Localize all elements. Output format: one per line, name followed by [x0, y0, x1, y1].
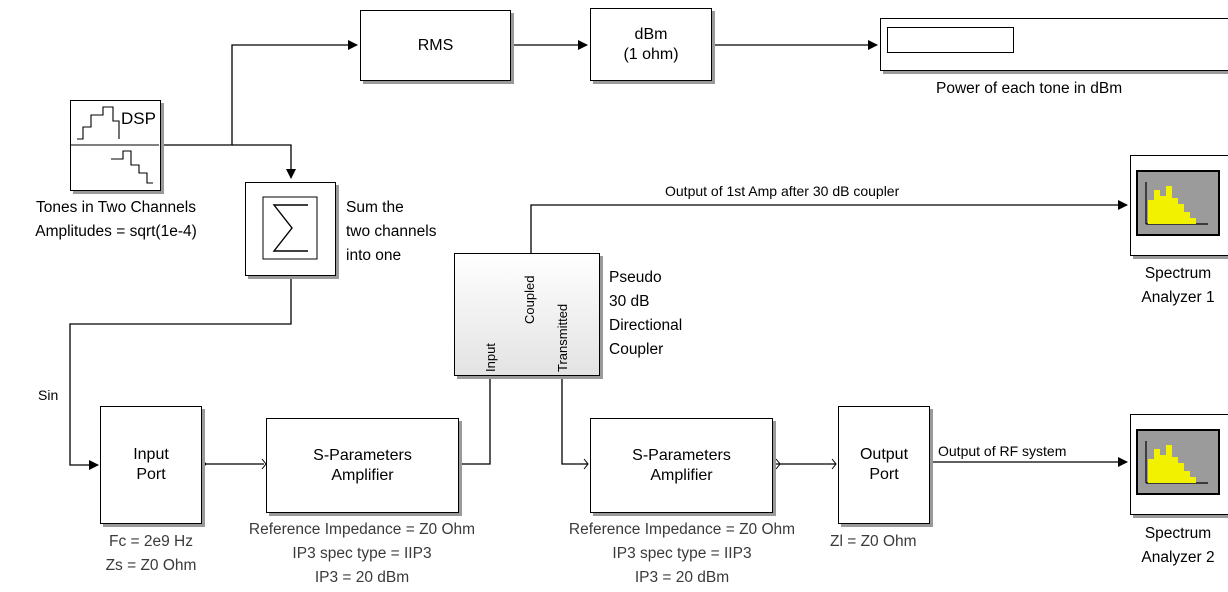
spectrum-screen-2	[1136, 429, 1220, 495]
input-port-label: Input Port	[133, 446, 169, 483]
rms-block[interactable]: RMS	[360, 10, 511, 81]
coupler-port-transmitted: Transmitted	[555, 303, 570, 372]
dbm-label: dBm (1 ohm)	[623, 25, 679, 63]
rf-line-amp1-coupler	[462, 376, 491, 465]
spectrum-screen-1	[1136, 170, 1220, 236]
sigma-icon	[262, 196, 318, 260]
spectrum-analyzer-2-label: Spectrum Analyzer 2	[1141, 525, 1215, 566]
spectrum-icon	[1145, 182, 1208, 225]
input-port-block[interactable]: Input Port	[100, 406, 202, 524]
amp1-label: S-Parameters Amplifier	[313, 446, 412, 484]
rf-line-coupler-amp2	[561, 376, 588, 465]
line-dsp-to-sum	[232, 144, 296, 179]
signal-label-sin: Sin	[38, 387, 59, 403]
coupler-block[interactable]: Input Coupled Transmitted	[454, 253, 600, 376]
dbm-block[interactable]: dBm (1 ohm)	[590, 8, 712, 81]
input-port-params: Fc = 2e9 Hz Zs = Z0 Ohm	[105, 533, 197, 574]
output-port-label: Output Port	[859, 446, 909, 483]
amp2-block[interactable]: S-Parameters Amplifier	[590, 418, 773, 513]
line-dsp-to-rms	[160, 40, 358, 146]
spectrum-analyzer-2-block[interactable]	[1130, 414, 1228, 515]
power-label: Power of each tone in dBm	[936, 80, 1123, 97]
coupler-label: Pseudo 30 dB Directional Coupler	[609, 269, 683, 358]
coupler-port-input: Input	[483, 343, 498, 372]
line-coupled-to-scope1	[530, 200, 1128, 253]
dsp-label: DSP	[121, 109, 156, 128]
tones-label: Tones in Two Channels Amplitudes = sqrt(…	[35, 199, 197, 240]
square-wave-icon	[71, 106, 159, 184]
rms-label: RMS	[417, 36, 454, 54]
output-port-params: Zl = Z0 Ohm	[830, 533, 917, 550]
spectrum-analyzer-1-label: Spectrum Analyzer 1	[1141, 265, 1215, 306]
signal-label-rf-out: Output of RF system	[938, 443, 1067, 459]
sum-block[interactable]	[245, 182, 336, 276]
output-port-block[interactable]: Output Port	[838, 406, 930, 524]
spectrum-analyzer-1-block[interactable]	[1130, 155, 1228, 256]
display-block[interactable]	[880, 18, 1228, 71]
spectrum-icon	[1145, 441, 1208, 484]
dsp-source-block[interactable]: DSP	[70, 100, 161, 191]
amp1-params: Reference Impedance = Z0 Ohm IP3 spec ty…	[248, 521, 476, 586]
coupler-port-coupled: Coupled	[522, 275, 537, 324]
signal-label-coupled-out: Output of 1st Amp after 30 dB coupler	[665, 183, 900, 199]
display-field	[887, 27, 1014, 53]
amp1-block[interactable]: S-Parameters Amplifier	[266, 418, 459, 513]
amp2-label: S-Parameters Amplifier	[632, 446, 731, 484]
amp2-params: Reference Impedance = Z0 Ohm IP3 spec ty…	[568, 521, 796, 586]
line-sum-to-input	[69, 276, 292, 470]
sum-label: Sum the two channels into one	[346, 199, 437, 264]
